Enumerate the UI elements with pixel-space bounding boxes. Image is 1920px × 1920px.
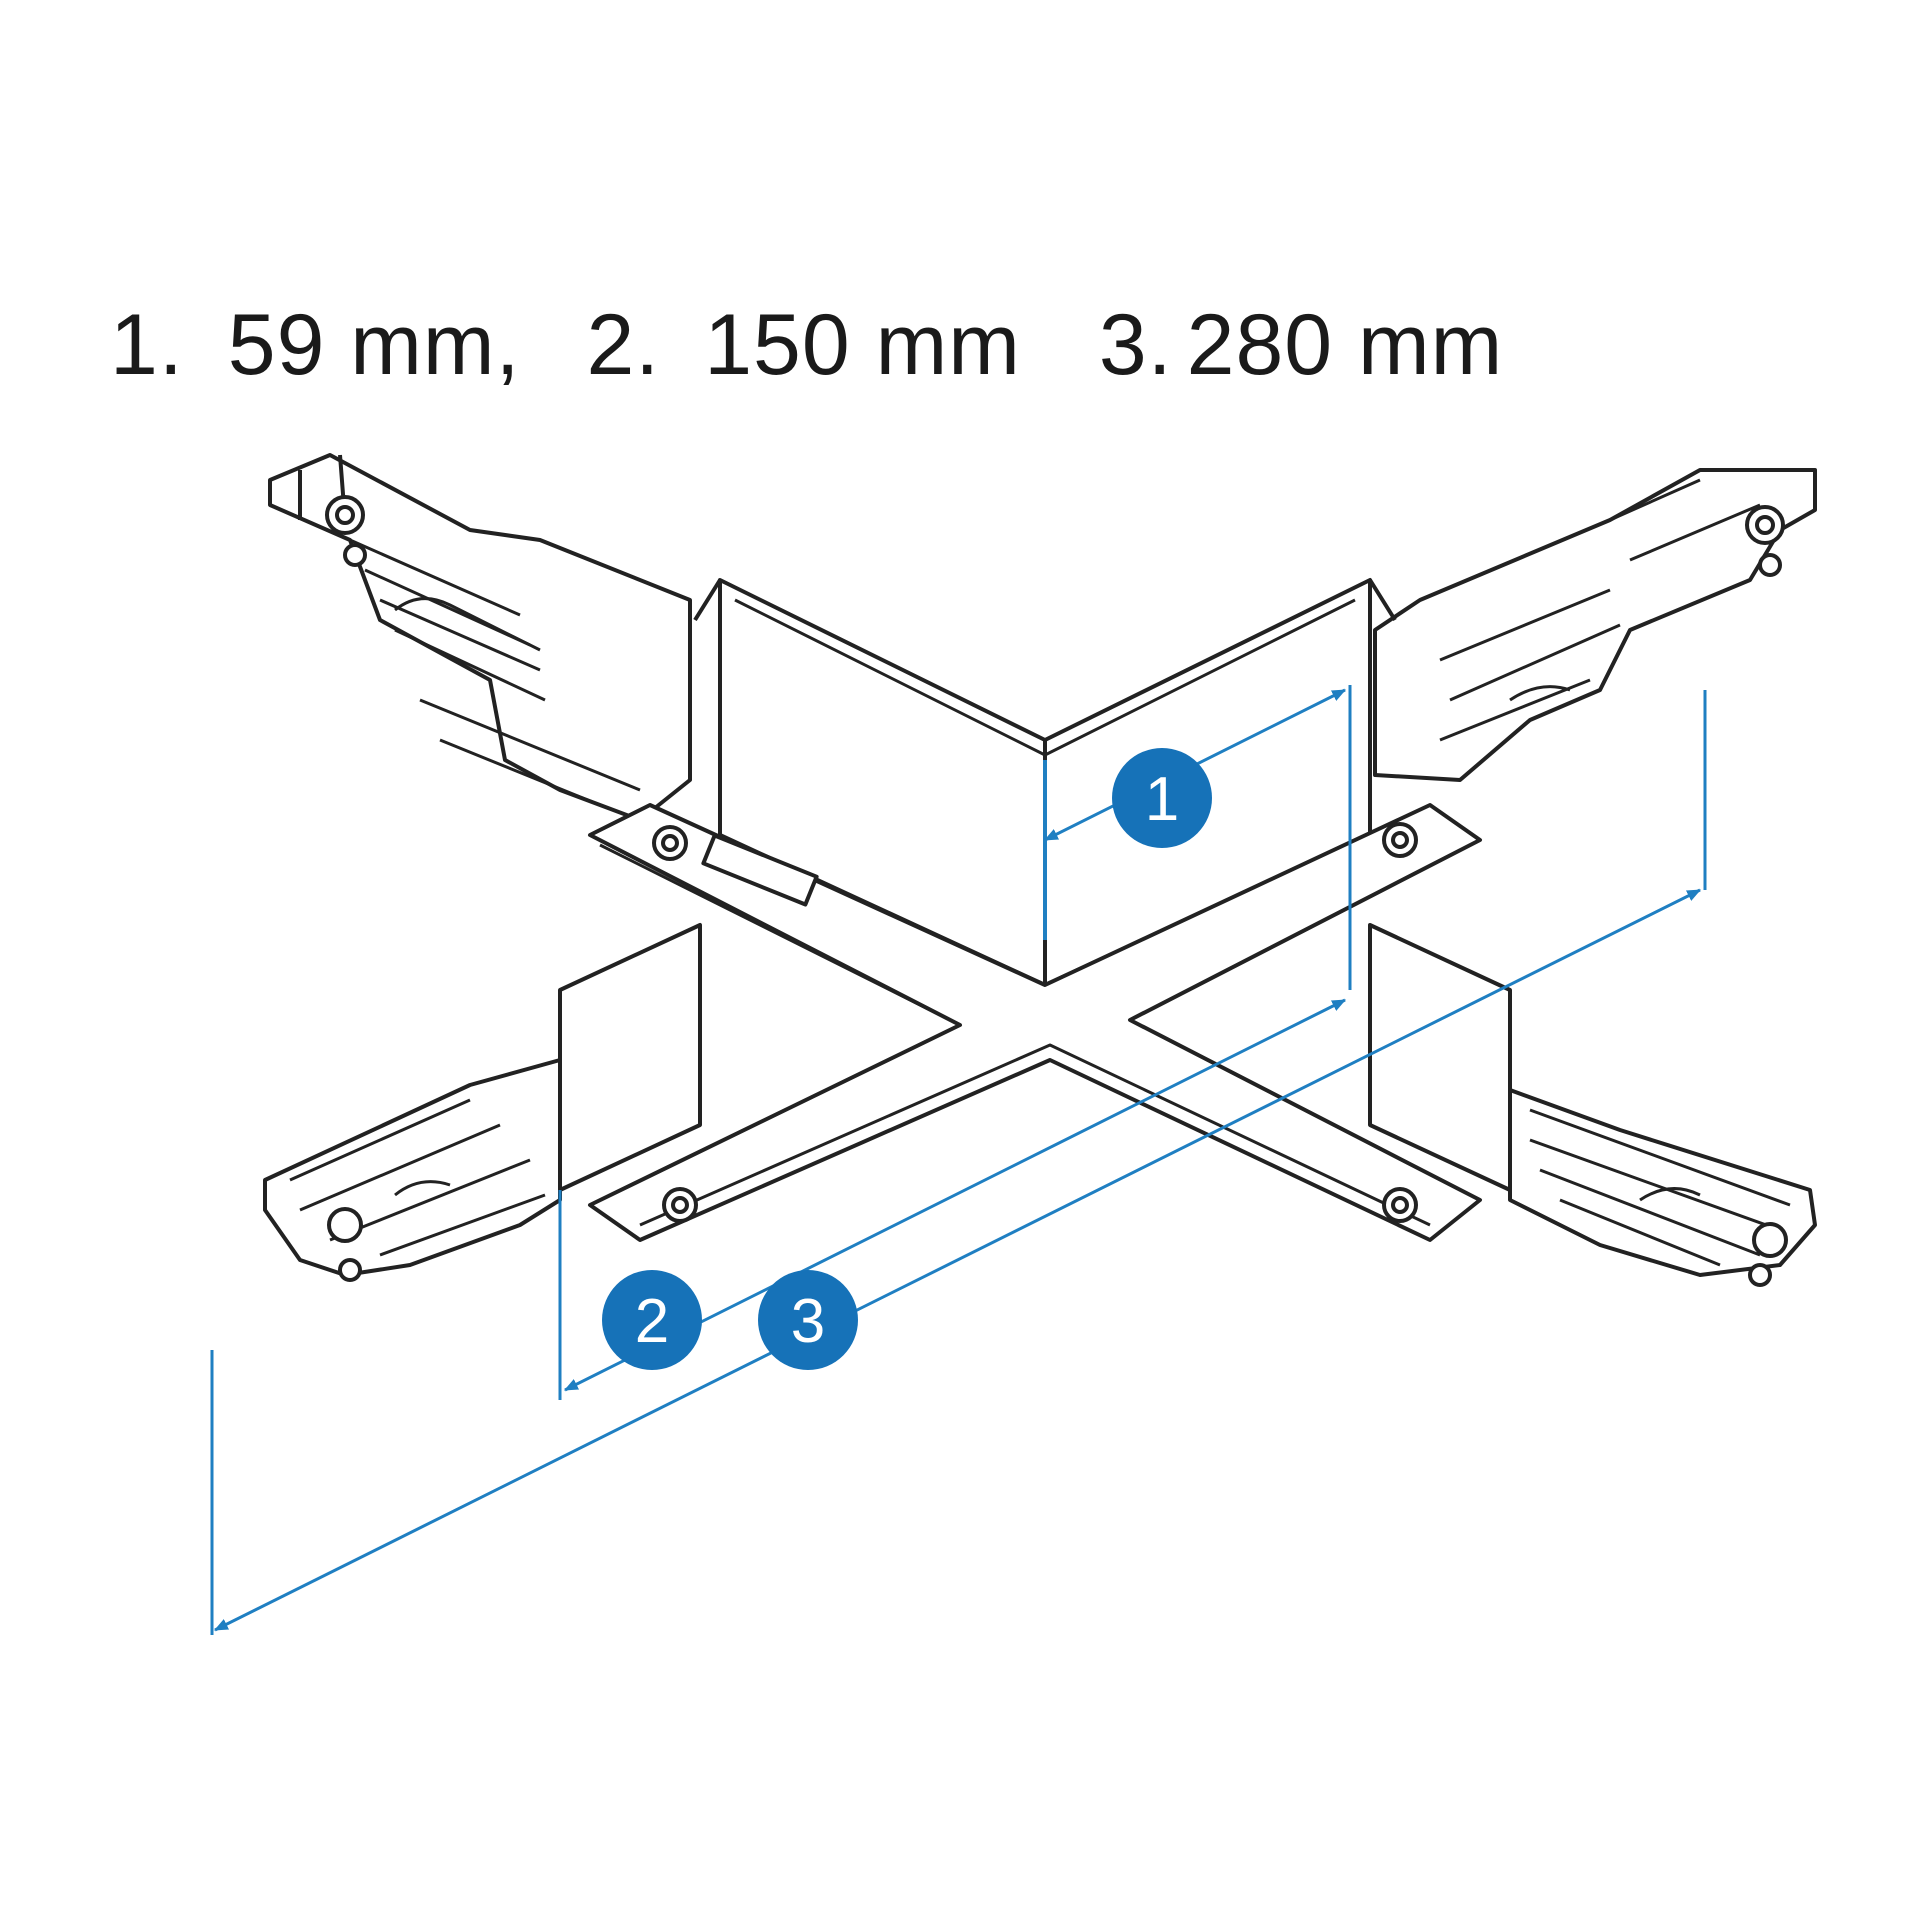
legend-item-3: 3.280 mm	[1099, 296, 1503, 395]
callout-3: 3	[758, 1270, 858, 1370]
arm-lower-left	[263, 1058, 562, 1282]
callout-2: 2	[602, 1270, 702, 1370]
callout-1-label: 1	[1145, 765, 1179, 834]
callout-1: 1	[1112, 748, 1212, 848]
legend-value: 59 mm,	[227, 296, 521, 393]
arm-upper-right	[1373, 468, 1817, 782]
arm-upper-left	[268, 453, 692, 822]
callout-2-label: 2	[635, 1287, 669, 1356]
legend-item-2: 2. 150 mm	[586, 296, 1020, 395]
legend-item-1: 1. 59 mm,	[110, 296, 520, 395]
legend-value: 280 mm	[1186, 296, 1504, 393]
lower-housing-left	[558, 923, 702, 1192]
callout-3-label: 3	[791, 1287, 825, 1356]
connector-body	[263, 453, 1817, 1287]
legend-number: 2.	[586, 296, 661, 393]
dimension-line-3	[213, 888, 1702, 1632]
legend-number: 3.	[1098, 296, 1173, 393]
arm-lower-right	[1508, 1088, 1817, 1287]
lower-housing-right	[1368, 923, 1512, 1192]
legend-number: 1.	[110, 296, 184, 393]
legend-value: 150 mm	[704, 296, 1021, 393]
dimension-legend: 1. 59 mm, 2. 150 mm 3.280 mm	[110, 285, 1503, 405]
